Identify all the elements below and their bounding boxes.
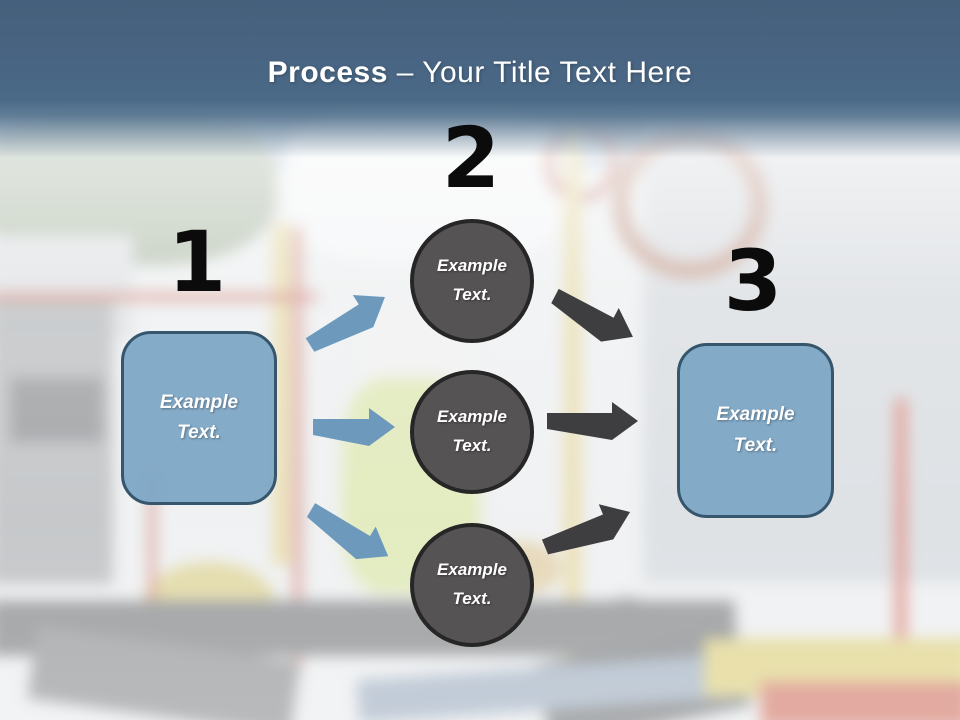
process-circle-3-label: Example Text.	[437, 560, 507, 608]
process-circle-3: Example Text.	[410, 523, 534, 647]
process-circle-1-label: Example Text.	[437, 256, 507, 304]
start-box: Example Text.	[121, 331, 277, 505]
step-number-1: 1	[167, 213, 227, 311]
end-box: Example Text.	[677, 343, 834, 518]
process-circle-2-label: Example Text.	[437, 407, 507, 455]
step-number-2: 2	[441, 109, 501, 207]
end-box-label: Example Text.	[716, 404, 795, 456]
slide-title: Process – Your Title Text Here	[0, 56, 960, 90]
process-circle-2: Example Text.	[410, 370, 534, 494]
start-box-label: Example Text.	[159, 391, 239, 443]
process-circle-1: Example Text.	[410, 219, 534, 343]
header-band	[0, 0, 960, 158]
title-remainder: – Your Title Text Here	[387, 56, 693, 89]
title-emphasis: Process	[267, 56, 388, 89]
step-number-3: 3	[723, 232, 783, 330]
